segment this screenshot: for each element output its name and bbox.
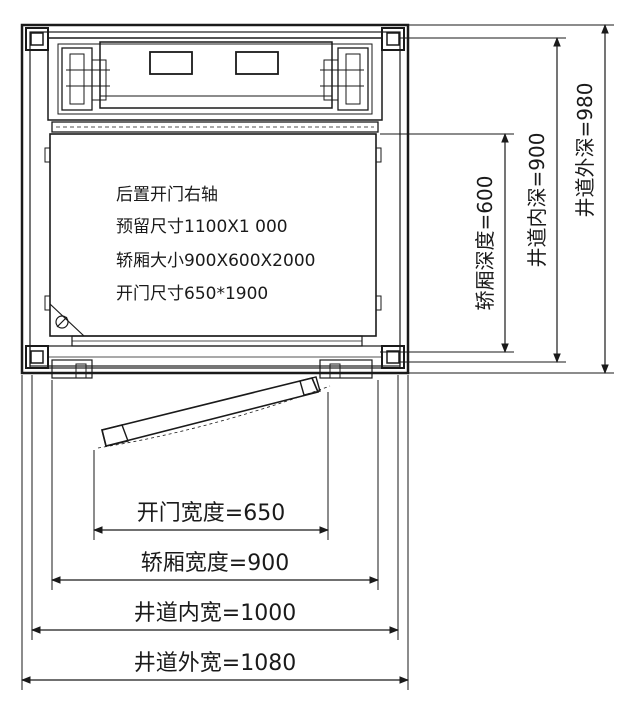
note-car-size: 轿厢大小900X600X2000	[116, 251, 315, 271]
shaft-outer-depth-label: 井道外深=980	[573, 83, 597, 218]
car-notes: 后置开门右轴 预留尺寸1100X1 000 轿厢大小900X600X2000 开…	[116, 185, 315, 304]
shaft-outer-depth-dimension: 井道外深=980	[573, 24, 609, 374]
shaft-outer-wall	[20, 23, 410, 375]
depth-extension-lines	[380, 24, 614, 374]
shaft-outer-width-dimension: 井道外宽=1080	[21, 651, 409, 684]
note-door-size: 开门尺寸650*1900	[116, 284, 268, 304]
note-reserved-size: 预留尺寸1100X1 000	[116, 217, 288, 237]
door-width-dimension: 开门宽度=650	[93, 501, 329, 534]
width-extension-lines	[21, 375, 409, 690]
car-width-dimension: 轿厢宽度=900	[51, 551, 379, 584]
shaft-inner-width-label: 井道内宽=1000	[134, 601, 296, 626]
shaft-inner-depth-label: 井道内深=900	[525, 133, 549, 268]
car-width-label: 轿厢宽度=900	[141, 551, 289, 576]
elevator-car	[44, 133, 382, 347]
counterweight-frame	[47, 37, 383, 133]
shaft-outer-width-label: 井道外宽=1080	[134, 651, 296, 676]
car-depth-label: 轿厢深度=600	[473, 176, 497, 311]
shaft-inner-depth-dimension: 井道内深=900	[525, 37, 561, 363]
door-width-label: 开门宽度=650	[137, 501, 285, 526]
car-depth-dimension: 轿厢深度=600	[473, 133, 509, 353]
shaft-inner-width-dimension: 井道内宽=1000	[31, 601, 399, 634]
note-door-position: 后置开门右轴	[116, 185, 218, 205]
landing-sill	[29, 345, 401, 379]
swing-door	[97, 376, 331, 449]
